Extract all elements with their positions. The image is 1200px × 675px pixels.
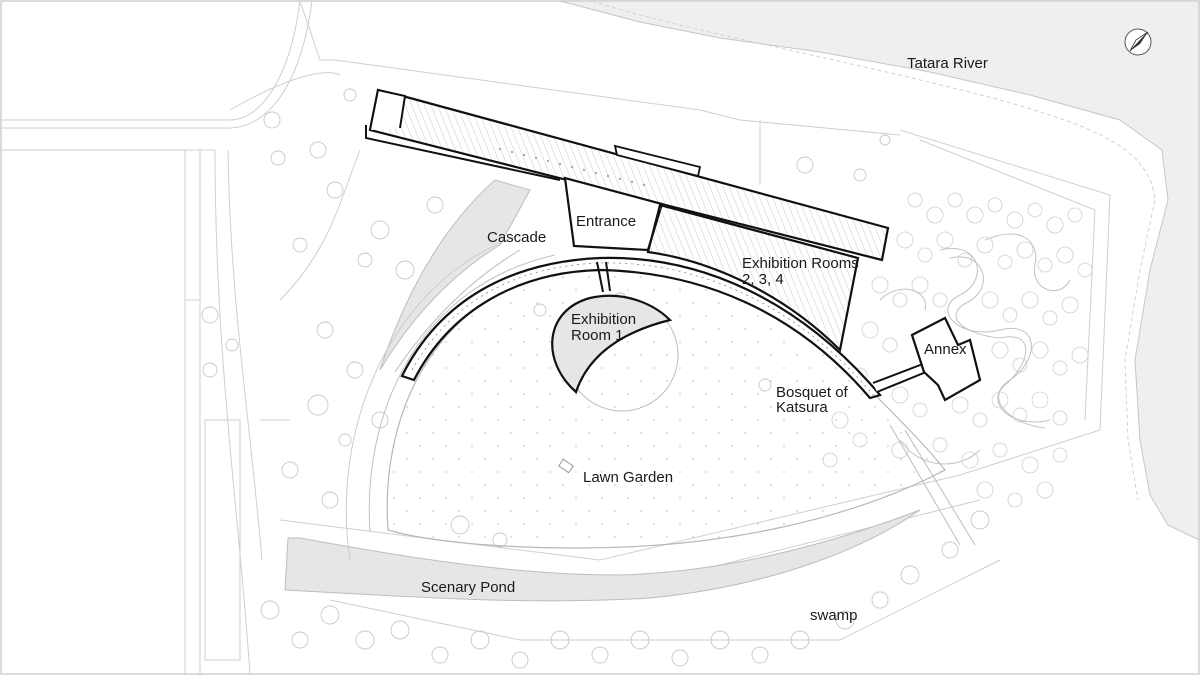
cascade-edge	[394, 249, 521, 373]
lawn-object	[558, 458, 574, 474]
label-bosquet: Bosquet of	[776, 384, 849, 401]
label-tatara-river: Tatara River	[907, 55, 988, 72]
garden-edge-outer	[345, 234, 521, 561]
label-bosquet-katsura: Katsura	[776, 399, 828, 416]
building-roof-box	[613, 144, 702, 178]
label-swamp: swamp	[810, 607, 858, 624]
room1-connector	[596, 261, 611, 293]
label-entrance: Entrance	[576, 213, 636, 230]
annex-building	[910, 316, 982, 402]
curved-gallery	[400, 256, 882, 400]
building-west-wing	[365, 125, 561, 181]
label-exhibition-room-1: Exhibition	[571, 311, 636, 328]
label-lawn-garden: Lawn Garden	[583, 469, 673, 486]
label-exhibition-rooms-numbers: 2, 3, 4	[742, 271, 784, 288]
garden-path	[904, 429, 976, 546]
building-west-end	[369, 88, 407, 131]
label-cascade: Cascade	[487, 229, 546, 246]
garden-edge	[368, 254, 556, 533]
cascade-area	[379, 179, 531, 371]
compass-icon	[1124, 28, 1152, 56]
label-exhibition-room-1-number: Room 1	[571, 327, 624, 344]
scenary-pond	[284, 509, 921, 602]
label-annex: Annex	[924, 341, 967, 358]
label-exhibition-rooms: Exhibition Rooms	[742, 255, 859, 272]
building-dots	[498, 147, 646, 187]
garden-path-2	[889, 424, 961, 546]
exhibition-rooms-block	[646, 203, 860, 353]
exhibition-room-1	[551, 294, 673, 394]
gallery-centerline	[411, 262, 875, 397]
label-scenary-pond: Scenary Pond	[421, 579, 515, 596]
